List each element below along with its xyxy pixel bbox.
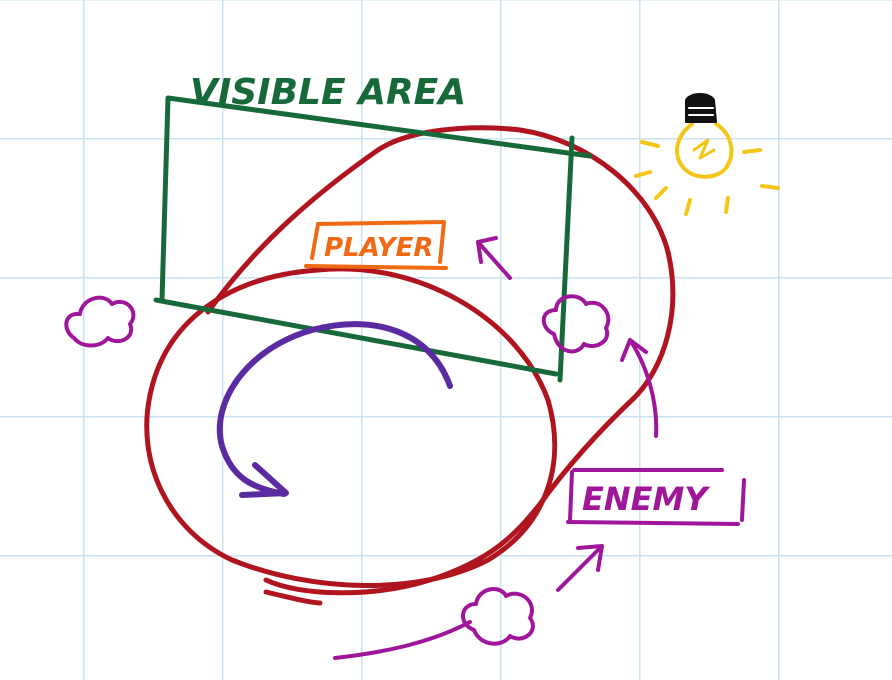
visible-area-rectangle [153,95,593,383]
visible-area-label: VISIBLE AREA [190,72,466,113]
track-outer-tail [263,589,323,606]
lightbulb-icon [634,93,780,216]
bottom-sweep-line [333,620,472,660]
player-direction-arrow [476,236,512,280]
enemy-approach-arrow [556,544,604,592]
enemy-up-arrow [620,338,659,438]
rotation-arrowhead [239,462,289,498]
enemy-label: ENEMY [582,480,710,518]
cloud-icon [541,294,611,354]
track-inner-circle [144,266,558,588]
cloud-icon [64,295,136,348]
enemy-label-box [566,468,746,526]
rotation-arrow [216,321,453,497]
cloud-icon [461,587,535,646]
player-label: PLAYER [324,233,433,263]
player-label-box [304,220,448,270]
